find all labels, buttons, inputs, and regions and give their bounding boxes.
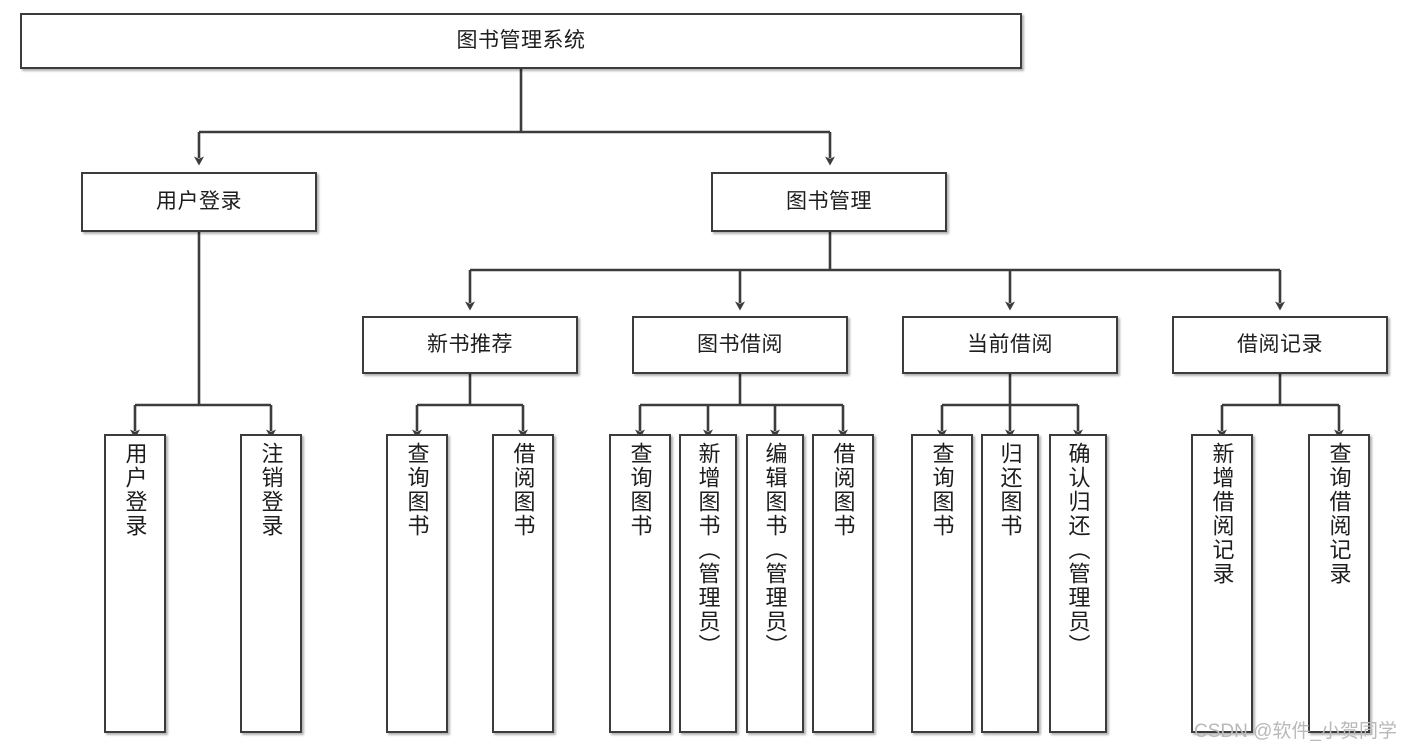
node-label: 用户登录: [122, 442, 148, 538]
leaf-book-borrow-add-book-admin[interactable]: 新增图书（管理员）: [679, 434, 737, 733]
node-label: 注销登录: [258, 442, 284, 538]
node-borrow-records[interactable]: 借阅记录: [1172, 316, 1388, 374]
node-label: 查询图书: [929, 442, 955, 538]
node-label: 图书借阅: [697, 333, 783, 357]
node-label: 编辑图书（管理员）: [762, 442, 788, 658]
node-label: 归还图书: [997, 442, 1023, 538]
leaf-borrow-records-add-record[interactable]: 新增借阅记录: [1191, 434, 1253, 733]
leaf-current-borrow-confirm-return-admin[interactable]: 确认归还（管理员）: [1049, 434, 1107, 733]
node-label: 当前借阅: [967, 333, 1053, 357]
leaf-current-borrow-return-books[interactable]: 归还图书: [981, 434, 1039, 733]
edges-currentborrow-to-leaves: [937, 374, 1083, 439]
node-label: 查询图书: [404, 442, 430, 538]
leaf-new-book-query-books[interactable]: 查询图书: [386, 434, 448, 733]
leaf-user-login-logout[interactable]: 注销登录: [240, 434, 302, 733]
node-label: 图书管理: [786, 190, 872, 214]
node-current-borrow[interactable]: 当前借阅: [902, 316, 1118, 374]
node-label: 借阅图书: [510, 442, 536, 538]
edges-userlogin-to-leaves: [130, 232, 276, 439]
node-label: 新增图书（管理员）: [695, 442, 721, 658]
node-label: 用户登录: [156, 190, 242, 214]
node-book-borrow[interactable]: 图书借阅: [632, 316, 848, 374]
edges-borrowrecords-to-leaves: [1217, 374, 1344, 439]
leaf-book-borrow-borrow-books[interactable]: 借阅图书: [812, 434, 874, 733]
node-user-login[interactable]: 用户登录: [81, 172, 317, 232]
leaf-book-borrow-edit-book-admin[interactable]: 编辑图书（管理员）: [746, 434, 804, 733]
node-new-book-recommend[interactable]: 新书推荐: [362, 316, 578, 374]
node-label: 新书推荐: [427, 333, 513, 357]
node-label: 查询借阅记录: [1326, 442, 1352, 586]
leaf-borrow-records-query-record[interactable]: 查询借阅记录: [1308, 434, 1370, 733]
watermark-text: CSDN @软件_小贺同学: [1194, 721, 1397, 742]
node-label: 借阅记录: [1237, 333, 1323, 357]
leaf-book-borrow-query-books[interactable]: 查询图书: [609, 434, 671, 733]
node-label: 借阅图书: [830, 442, 856, 538]
edges-newbook-to-leaves: [412, 374, 528, 439]
node-label: 确认归还（管理员）: [1065, 442, 1091, 658]
edges-root-to-level1: [194, 69, 835, 166]
leaf-current-borrow-query-books[interactable]: 查询图书: [911, 434, 973, 733]
node-label: 新增借阅记录: [1209, 442, 1235, 586]
node-label: 查询图书: [627, 442, 653, 538]
leaf-new-book-borrow-books[interactable]: 借阅图书: [492, 434, 554, 733]
edges-bookborrow-to-leaves: [635, 374, 848, 439]
leaf-user-login-login[interactable]: 用户登录: [104, 434, 166, 733]
edges-booklmgmt-to-level2: [465, 232, 1285, 311]
node-label: 图书管理系统: [456, 29, 586, 53]
node-root-book-management-system[interactable]: 图书管理系统: [20, 13, 1022, 69]
node-book-management[interactable]: 图书管理: [711, 172, 947, 232]
